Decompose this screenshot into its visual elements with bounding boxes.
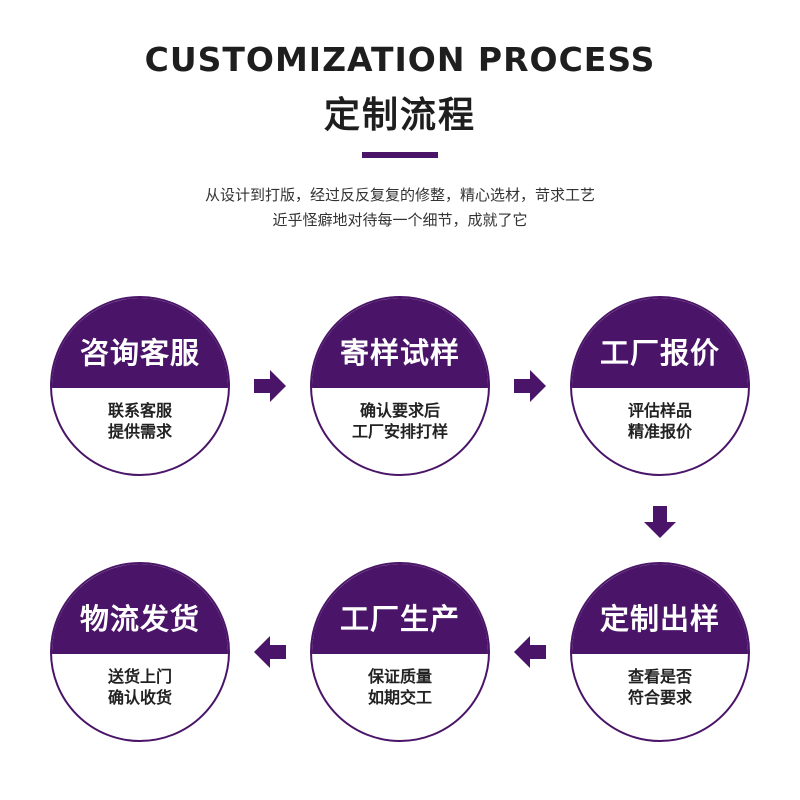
- step-title: 咨询客服: [79, 336, 200, 370]
- step-description-line: 精准报价: [627, 422, 692, 441]
- step-header: 工厂报价: [572, 298, 748, 388]
- step-description: 联系客服 提供需求: [52, 400, 228, 442]
- step-description: 评估样品 精准报价: [572, 400, 748, 442]
- step-title: 物流发货: [79, 602, 200, 636]
- step-title: 寄样试样: [339, 336, 460, 370]
- title-english: CUSTOMIZATION PROCESS: [144, 40, 656, 79]
- step-description-line: 确认收货: [107, 688, 172, 707]
- step-description-line: 联系客服: [107, 401, 172, 420]
- title-divider: [362, 152, 438, 158]
- step-description-line: 送货上门: [107, 667, 172, 686]
- step-production: 工厂生产 保证质量 如期交工: [310, 562, 490, 742]
- step-description: 送货上门 确认收货: [52, 666, 228, 708]
- step-header: 寄样试样: [312, 298, 488, 388]
- step-description-line: 评估样品: [627, 401, 692, 420]
- arrow-right-icon: [514, 370, 546, 402]
- step-sample: 寄样试样 确认要求后 工厂安排打样: [310, 296, 490, 476]
- step-header: 咨询客服: [52, 298, 228, 388]
- step-description-line: 符合要求: [627, 688, 692, 707]
- description-line-2: 近乎怪癖地对待每一个细节，成就了它: [272, 211, 528, 229]
- arrow-left-icon: [514, 636, 546, 668]
- step-custom-sample: 定制出样 查看是否 符合要求: [570, 562, 750, 742]
- step-header: 物流发货: [52, 564, 228, 654]
- step-description: 保证质量 如期交工: [312, 666, 488, 708]
- step-shipping: 物流发货 送货上门 确认收货: [50, 562, 230, 742]
- step-description: 确认要求后 工厂安排打样: [312, 400, 488, 442]
- description-line-1: 从设计到打版，经过反反复复的修整，精心选材，苛求工艺: [204, 186, 595, 204]
- step-description-line: 工厂安排打样: [351, 422, 448, 441]
- arrow-left-icon: [254, 636, 286, 668]
- step-title: 定制出样: [599, 602, 720, 636]
- step-description: 查看是否 符合要求: [572, 666, 748, 708]
- step-title: 工厂生产: [339, 602, 460, 636]
- step-description-line: 查看是否: [627, 667, 692, 686]
- step-header: 工厂生产: [312, 564, 488, 654]
- arrow-right-icon: [254, 370, 286, 402]
- step-consult: 咨询客服 联系客服 提供需求: [50, 296, 230, 476]
- arrow-down-icon: [644, 506, 676, 538]
- title-chinese: 定制流程: [323, 95, 476, 136]
- step-description-line: 保证质量: [367, 667, 432, 686]
- step-description-line: 如期交工: [367, 688, 432, 707]
- step-quote: 工厂报价 评估样品 精准报价: [570, 296, 750, 476]
- step-title: 工厂报价: [599, 336, 720, 370]
- step-header: 定制出样: [572, 564, 748, 654]
- step-description-line: 提供需求: [107, 422, 172, 441]
- step-description-line: 确认要求后: [359, 401, 440, 420]
